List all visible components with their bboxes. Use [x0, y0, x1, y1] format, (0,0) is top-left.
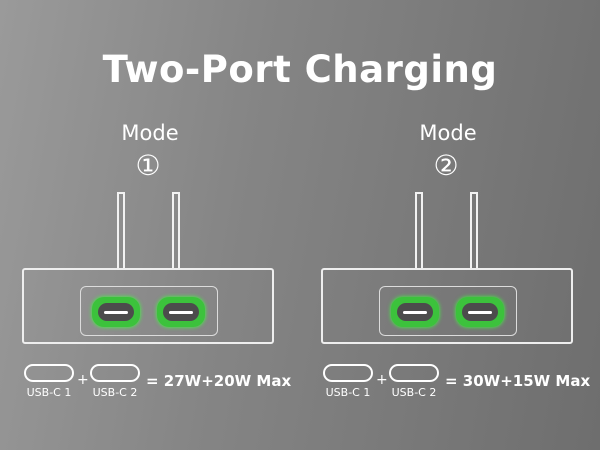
- mode-2-number: ②: [433, 149, 459, 182]
- mode-2-label: Mode: [419, 121, 477, 145]
- mode-2-usb-c-port-1: [391, 297, 439, 327]
- mode-1-charger-body: [22, 268, 274, 344]
- mode-2-usb-c-2-label: USB-C 2: [391, 386, 437, 399]
- mode-1-label: Mode: [121, 121, 179, 145]
- mode-2-prong-left: [415, 192, 423, 268]
- mode-1-usb-c-1-label: USB-C 1: [26, 386, 72, 399]
- mode-1-port-panel: [80, 286, 218, 336]
- mode-1-plus: +: [77, 372, 89, 388]
- mode-1-number: ①: [135, 149, 161, 182]
- mode-2-charger-body: [321, 268, 573, 344]
- mode-1-usb-c-1-icon: [24, 364, 74, 382]
- mode-2-usb-c-port-2: [456, 297, 504, 327]
- mode-2-power-formula: = 30W+15W Max: [445, 372, 591, 390]
- mode-1-usb-c-port-1: [92, 297, 140, 327]
- mode-2-prong-right: [470, 192, 478, 268]
- mode-1-power-formula: = 27W+20W Max: [146, 372, 292, 390]
- mode-2-usb-c-1-label: USB-C 1: [325, 386, 371, 399]
- mode-2-usb-c-1-icon: [323, 364, 373, 382]
- mode-2-plus: +: [376, 372, 388, 388]
- mode-2-port-panel: [379, 286, 517, 336]
- mode-1-usb-c-port-2: [157, 297, 205, 327]
- mode-1-prong-left: [117, 192, 125, 268]
- page-title: Two-Port Charging: [102, 48, 498, 91]
- mode-1-prong-right: [172, 192, 180, 268]
- mode-1-usb-c-2-icon: [90, 364, 140, 382]
- mode-1-usb-c-2-label: USB-C 2: [92, 386, 138, 399]
- mode-2-usb-c-2-icon: [389, 364, 439, 382]
